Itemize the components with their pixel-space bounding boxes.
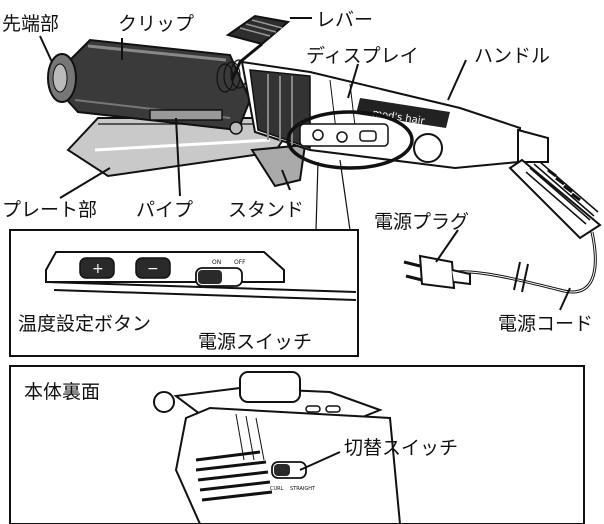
label-stand: スタンド — [228, 199, 304, 221]
label-back-side: 本体裏面 — [24, 381, 100, 403]
label-tip: 先端部 — [2, 13, 59, 35]
label-power-plug: 電源プラグ — [374, 211, 469, 233]
knob — [413, 133, 443, 163]
back-side-inset: 本体裏面 CURL STRAIGHT 切替スイッチ — [9, 365, 585, 524]
temp-minus-label: − — [147, 261, 159, 277]
temp-plus-button — [79, 257, 115, 279]
label-lever: レバー — [316, 9, 373, 31]
pipe — [149, 109, 223, 121]
temp-plus-label: + — [92, 261, 104, 277]
label-temp-buttons: 温度設定ボタン — [18, 313, 151, 335]
stand — [250, 143, 307, 188]
power-cord — [454, 231, 597, 294]
tip — [47, 53, 77, 103]
device-illustration: mod's hair — [47, 14, 602, 294]
label-power-switch: 電源スイッチ — [198, 331, 312, 353]
cord-relief — [508, 128, 602, 240]
label-clip: クリップ — [118, 13, 194, 35]
label-power-cord: 電源コード — [498, 313, 593, 335]
display-buttons — [299, 123, 389, 147]
label-handle: ハンドル — [474, 45, 550, 67]
label-display: ディスプレイ — [306, 45, 419, 67]
switch-curl-label: CURL — [270, 486, 284, 492]
display-detail-inset: + − ON OFF 温度設定ボタン 電源スイッチ — [9, 159, 359, 357]
leader-lines — [39, 17, 571, 311]
switch-off-label: OFF — [234, 259, 246, 266]
label-plate: プレート部 — [2, 199, 97, 221]
switch-straight-label: STRAIGHT — [290, 486, 316, 492]
power-plug — [403, 254, 471, 290]
label-mode-switch: 切替スイッチ — [344, 437, 458, 459]
spring — [216, 59, 248, 135]
temp-minus-button — [135, 257, 171, 279]
label-pipe: パイプ — [136, 199, 193, 221]
switch-on-label: ON — [212, 259, 221, 266]
display-highlight — [286, 110, 414, 170]
lever — [225, 14, 291, 81]
